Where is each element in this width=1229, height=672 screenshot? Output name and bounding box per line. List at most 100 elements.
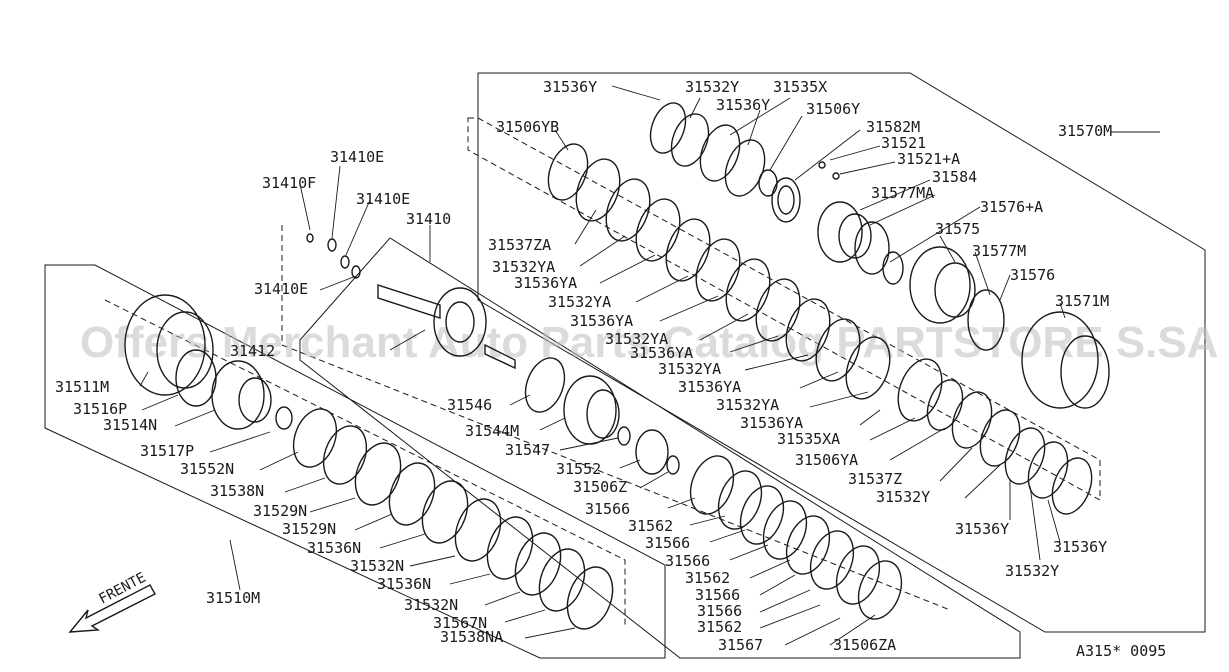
label-31562-1: 31562 bbox=[628, 517, 673, 535]
ring-31506YA bbox=[926, 379, 964, 431]
ring-31536Y-lowest bbox=[1027, 441, 1069, 499]
label-31536N-1: 31536N bbox=[307, 539, 361, 557]
ring-31536YA-1 bbox=[635, 198, 681, 262]
label-31511M: 31511M bbox=[55, 378, 109, 396]
ring-31506YB bbox=[547, 143, 589, 201]
gear-31410-hub bbox=[445, 301, 475, 343]
ring-31536Y-top bbox=[649, 102, 687, 154]
ring-31567N bbox=[538, 548, 586, 612]
stub-shaft bbox=[484, 343, 516, 370]
ring-31547 bbox=[617, 426, 631, 446]
label-31532YA-5: 31532YA bbox=[716, 396, 779, 414]
ring-31536Y-lower bbox=[979, 409, 1021, 467]
ring-31546 bbox=[524, 357, 566, 413]
pin-31521A bbox=[832, 172, 840, 180]
label-31546: 31546 bbox=[447, 396, 492, 414]
label-31562-2: 31562 bbox=[685, 569, 730, 587]
ring-31537Z bbox=[951, 391, 993, 449]
gear-31552 bbox=[635, 429, 669, 475]
clip-31506Z bbox=[666, 455, 680, 475]
drum-31544M bbox=[563, 375, 617, 445]
ring-31535XA bbox=[897, 358, 943, 422]
label-31536N-2: 31536N bbox=[377, 575, 431, 593]
direction-arrow: FRENTE bbox=[68, 570, 156, 633]
ring-31537ZA bbox=[575, 158, 621, 222]
ring-31566-2 bbox=[739, 485, 785, 545]
group-inner-dashed-31510M bbox=[104, 299, 626, 625]
label-31516P: 31516P bbox=[73, 400, 127, 418]
piston-31514N bbox=[211, 360, 265, 430]
drum-31511M-inner bbox=[156, 311, 214, 389]
label-31535XA: 31535XA bbox=[777, 430, 840, 448]
ring-31506Y bbox=[758, 169, 778, 197]
label-31577M: 31577M bbox=[972, 242, 1026, 260]
ring-31562-2 bbox=[762, 500, 808, 560]
ring-31538NA bbox=[566, 566, 614, 630]
label-31537ZA: 31537ZA bbox=[488, 236, 551, 254]
label-31410F: 31410F bbox=[262, 174, 316, 192]
label-31536YA-5: 31536YA bbox=[740, 414, 803, 432]
ring-31576A-small bbox=[882, 251, 904, 285]
drum-31577MA-inner bbox=[838, 213, 872, 259]
seal-31410F bbox=[306, 233, 314, 243]
label-31529N-1: 31529N bbox=[253, 502, 307, 520]
label-31521: 31521 bbox=[881, 134, 926, 152]
ring-31535X bbox=[699, 124, 741, 182]
ring-31562-3 bbox=[809, 530, 855, 590]
ring-31536N-2 bbox=[486, 516, 534, 580]
label-31571M: 31571M bbox=[1055, 292, 1109, 310]
label-31412: 31412 bbox=[230, 342, 275, 360]
ring-31532YA-2 bbox=[665, 218, 711, 282]
label-31536Y-a: 31536Y bbox=[543, 78, 597, 96]
label-31566-4: 31566 bbox=[695, 586, 740, 604]
label-31536YA-1: 31536YA bbox=[514, 274, 577, 292]
label-31536Y-b: 31536Y bbox=[716, 96, 770, 114]
ring-31577M bbox=[967, 289, 1005, 351]
ring-31532YA-1 bbox=[605, 178, 651, 242]
ring-31562-1 bbox=[717, 470, 763, 530]
label-31529N-2: 31529N bbox=[282, 520, 336, 538]
label-31532YA-3: 31532YA bbox=[605, 330, 668, 348]
label-31532Y-c: 31532Y bbox=[1005, 562, 1059, 580]
ring-31567 bbox=[835, 545, 881, 605]
ring-31517P bbox=[275, 406, 293, 430]
ring-31532YA-4 bbox=[785, 298, 831, 362]
label-31506YB: 31506YB bbox=[496, 118, 559, 136]
leader-lines bbox=[139, 85, 1160, 646]
ring-31529N-1 bbox=[354, 442, 402, 506]
piston-31514N-inner bbox=[238, 377, 272, 423]
drum-31544M-inner bbox=[586, 389, 620, 439]
ring-31536Y-second bbox=[724, 139, 766, 197]
label-31506YA: 31506YA bbox=[795, 451, 858, 469]
label-31538NA: 31538NA bbox=[440, 628, 503, 646]
label-31410: 31410 bbox=[406, 210, 451, 228]
seal-31410E-a bbox=[327, 238, 337, 252]
label-31552: 31552 bbox=[556, 460, 601, 478]
part-labels: 31536Y 31532Y 31535X 31536Y 31506Y 31582… bbox=[55, 78, 1112, 654]
label-31506ZA: 31506ZA bbox=[833, 636, 896, 654]
ring-31532YA-5 bbox=[845, 336, 891, 400]
ring-31532YA-3 bbox=[725, 258, 771, 322]
drum-31571M-face bbox=[1060, 335, 1110, 409]
ring-31532N-1 bbox=[454, 498, 502, 562]
label-31566-2: 31566 bbox=[645, 534, 690, 552]
label-31538N: 31538N bbox=[210, 482, 264, 500]
housing-31575-inner bbox=[934, 262, 976, 318]
label-31532YA-1: 31532YA bbox=[492, 258, 555, 276]
ring-31566-3 bbox=[785, 515, 831, 575]
shaft-31412 bbox=[377, 284, 441, 319]
label-31570M: 31570M bbox=[1058, 122, 1112, 140]
label-31536Y-d: 31536Y bbox=[1053, 538, 1107, 556]
label-31537Z: 31537Z bbox=[848, 470, 902, 488]
label-31410E-a: 31410E bbox=[330, 148, 384, 166]
ring-31532Y-lowest bbox=[1051, 457, 1093, 515]
drum-31571M bbox=[1021, 311, 1099, 409]
ring-31582M bbox=[771, 177, 801, 223]
label-31567N: 31567N bbox=[433, 614, 487, 632]
label-31536Y-c: 31536Y bbox=[955, 520, 1009, 538]
label-31532YA-4: 31532YA bbox=[658, 360, 721, 378]
drum-31511M bbox=[124, 294, 206, 396]
label-31536YA-4: 31536YA bbox=[678, 378, 741, 396]
label-31584: 31584 bbox=[932, 168, 977, 186]
label-31410E-b: 31410E bbox=[356, 190, 410, 208]
